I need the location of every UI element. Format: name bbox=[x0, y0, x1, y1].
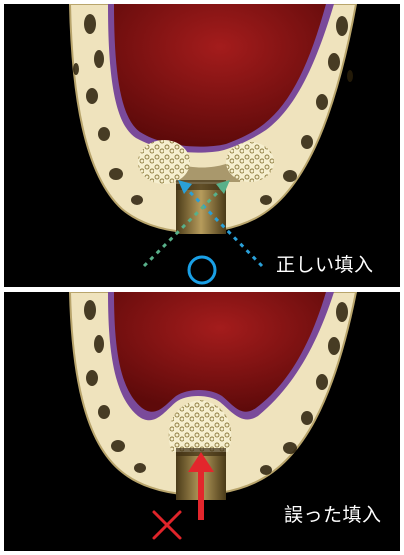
arrow-shaft bbox=[198, 466, 204, 520]
caption-correct: 正しい填入 bbox=[276, 250, 374, 277]
diagram-correct bbox=[4, 4, 400, 287]
panel-correct-filling: 正しい填入 bbox=[4, 4, 400, 287]
panel-incorrect-filling: 誤った填入 bbox=[4, 292, 400, 551]
graft-left bbox=[138, 140, 190, 184]
caption-incorrect: 誤った填入 bbox=[284, 500, 382, 527]
correct-circle-mark bbox=[189, 257, 215, 283]
incorrect-cross-mark bbox=[154, 512, 180, 538]
graft-right bbox=[226, 142, 274, 182]
